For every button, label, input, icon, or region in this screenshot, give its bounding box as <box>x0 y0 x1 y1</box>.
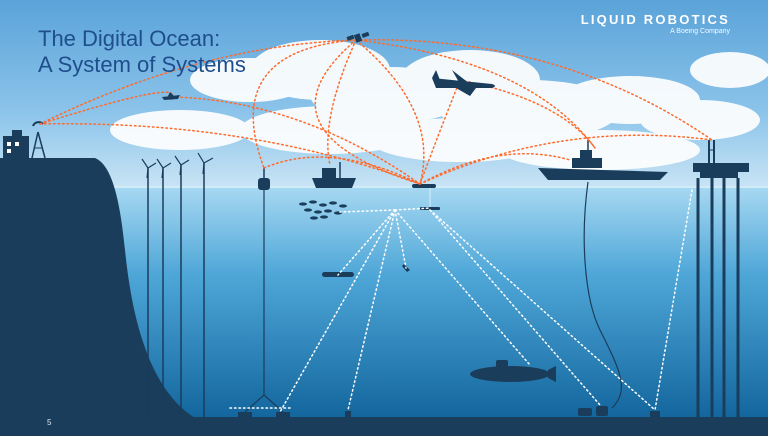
fish-icon <box>299 200 347 220</box>
ship-icon <box>312 162 356 188</box>
buoy-icon <box>238 168 290 417</box>
wind-turbine-icon <box>141 152 214 418</box>
brand-name: LIQUID ROBOTICS <box>580 12 730 27</box>
warship-icon <box>538 140 668 409</box>
brand-logo: LIQUID ROBOTICS A Boeing Company <box>581 12 730 35</box>
page-number: 5 <box>47 418 52 427</box>
title-line-2: A System of Systems <box>38 52 246 77</box>
satellite-icon <box>346 31 370 43</box>
title-line-1: The Digital Ocean: <box>38 26 221 51</box>
radio-tower-icon <box>3 121 46 159</box>
airplane-icon <box>432 70 495 96</box>
wave-glider-icon <box>412 184 440 210</box>
underwater-link-lines <box>229 189 693 413</box>
seafloor-sensor-icon <box>345 406 660 417</box>
drone-icon <box>162 92 180 100</box>
slide-title: The Digital Ocean: A System of Systems <box>38 26 246 78</box>
oil-rig-icon <box>693 140 749 418</box>
seafloor <box>180 417 768 423</box>
coastal-cliff <box>0 158 768 436</box>
submarine-icon <box>470 360 556 382</box>
brand-tagline: A Boeing Company <box>670 28 730 35</box>
